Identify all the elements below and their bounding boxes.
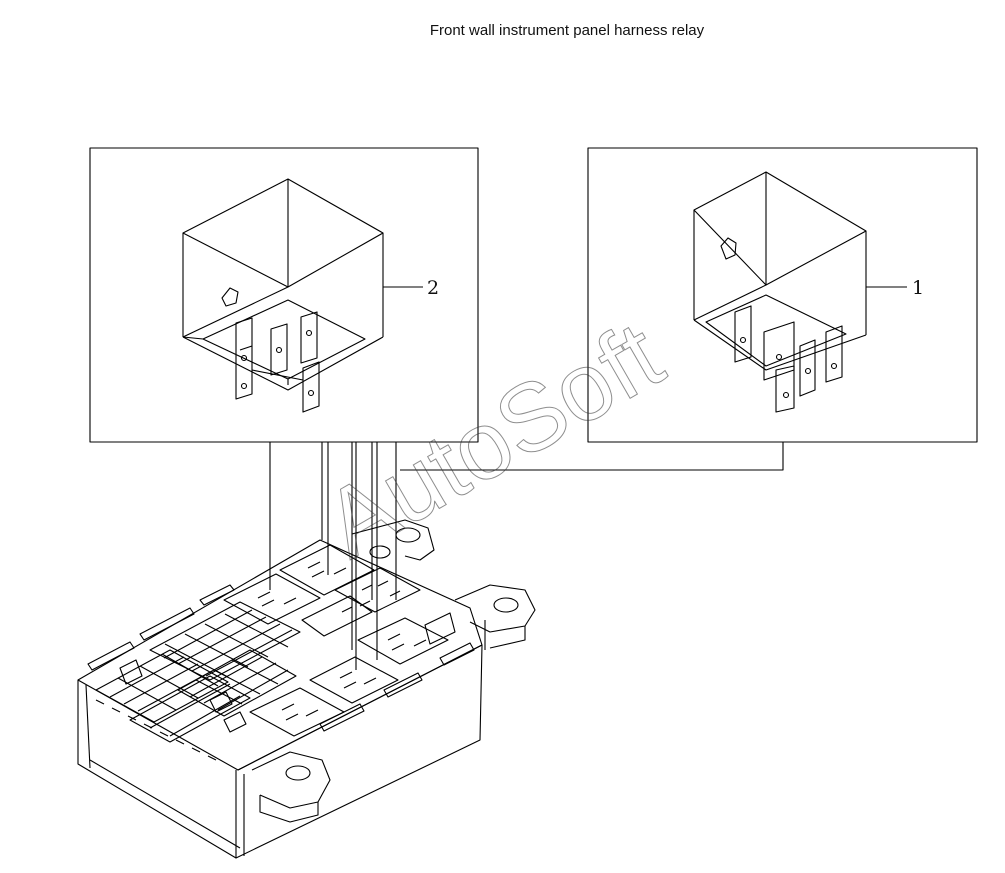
watermark-text: AutoSoft	[307, 301, 679, 578]
relay-1	[693, 171, 867, 413]
left-inset-frame	[89, 147, 479, 443]
relay-2	[182, 178, 384, 413]
fuse-relay-box	[77, 519, 536, 859]
callout-label-2: 2	[427, 277, 439, 299]
connector-lines	[269, 442, 784, 670]
callout-label-1: 1	[912, 277, 924, 299]
diagram-title: Front wall instrument panel harness rela…	[429, 22, 705, 39]
